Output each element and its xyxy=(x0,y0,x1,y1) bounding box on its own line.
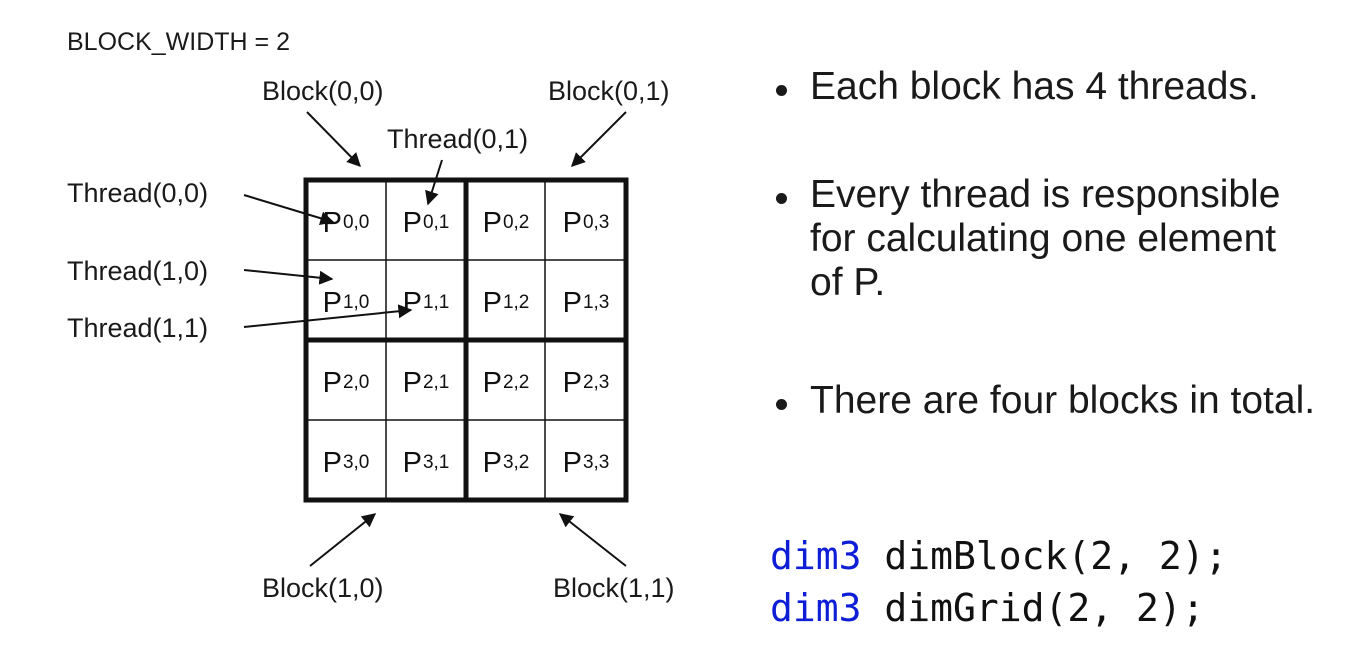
bullet-item: There are four blocks in total. xyxy=(770,379,1315,423)
matrix-cell-index: 3,0 xyxy=(342,452,370,473)
code-line-dim-grid: dim3 dimGrid(2, 2); xyxy=(770,589,1205,627)
code-keyword: dim3 xyxy=(770,534,862,578)
code-text: dimGrid(2, 2); xyxy=(861,586,1205,630)
matrix-cell-index: 0,3 xyxy=(582,212,610,233)
matrix-cell-index: 1,2 xyxy=(502,292,530,313)
block-borders xyxy=(303,177,629,503)
matrix-cell-letter: P xyxy=(562,286,582,319)
thread-0-0-label: Thread(0,0) xyxy=(67,178,209,208)
matrix-cell-index: 3,1 xyxy=(422,452,450,473)
block-grid-diagram xyxy=(243,111,629,567)
bullet-text: for calculating one element xyxy=(810,217,1277,260)
matrix-cell-letter: P xyxy=(322,446,342,479)
matrix-cell-index: 2,2 xyxy=(502,372,530,393)
block-1-0-label: Block(1,0) xyxy=(262,573,384,603)
block-0-1-label: Block(0,1) xyxy=(548,76,670,106)
arrow-thread-0-0 xyxy=(243,194,335,226)
matrix-cell-letter: P xyxy=(402,206,422,239)
bullet-item-continuation: for calculating one element xyxy=(770,217,1276,261)
matrix-cell-letter: P xyxy=(482,286,502,319)
arrow-thread-1-0 xyxy=(243,269,334,285)
matrix-cell-index: 1,3 xyxy=(582,292,610,313)
matrix-cell-letter: P xyxy=(322,206,342,239)
arrow-thread-1-1 xyxy=(243,304,413,328)
matrix-cell-letter: P xyxy=(562,446,582,479)
matrix-cell-letter: P xyxy=(402,366,422,399)
matrix-cell-index: 1,0 xyxy=(342,292,370,313)
bullet-dot-icon xyxy=(776,193,787,204)
matrix-cell-letter: P xyxy=(482,366,502,399)
matrix-cell-index: 0,0 xyxy=(342,212,370,233)
arrow-block-1-0 xyxy=(309,513,377,567)
bullet-item: Each block has 4 threads. xyxy=(770,65,1259,109)
bullet-text: Each block has 4 threads. xyxy=(810,65,1259,108)
matrix-cell-index: 2,3 xyxy=(582,372,610,393)
block-0-0-label: Block(0,0) xyxy=(262,76,384,106)
thread-1-0-label: Thread(1,0) xyxy=(67,256,209,286)
matrix-cell-letter: P xyxy=(402,446,422,479)
bullet-dot-icon xyxy=(776,85,787,96)
matrix-cell-index: 2,0 xyxy=(342,372,370,393)
bullet-item-continuation: of P. xyxy=(770,261,885,305)
matrix-cell-index: 2,1 xyxy=(422,372,450,393)
matrix-cell-letter: P xyxy=(402,286,422,319)
arrow-block-1-1 xyxy=(558,513,627,567)
bullet-text: There are four blocks in total. xyxy=(810,379,1316,422)
arrow-thread-0-1 xyxy=(425,159,443,206)
bullet-item: Every thread is responsible xyxy=(770,173,1280,217)
matrix-cell-letter: P xyxy=(562,366,582,399)
thread-1-1-label: Thread(1,1) xyxy=(67,313,209,343)
matrix-cell-letter: P xyxy=(322,286,342,319)
arrow-block-0-1 xyxy=(571,111,627,167)
matrix-cell-letter: P xyxy=(482,206,502,239)
bullet-text: Every thread is responsible xyxy=(810,173,1281,216)
code-text: dimBlock(2, 2); xyxy=(861,534,1228,578)
matrix-cell-letter: P xyxy=(562,206,582,239)
block-1-1-label: Block(1,1) xyxy=(553,573,675,603)
arrow-block-0-0 xyxy=(306,111,361,167)
matrix-cell-index: 3,2 xyxy=(502,452,530,473)
matrix-cell-letter: P xyxy=(482,446,502,479)
matrix-cell-index: 3,3 xyxy=(582,452,610,473)
bullet-dot-icon xyxy=(776,399,787,410)
matrix-cell-index: 0,1 xyxy=(422,212,450,233)
matrix-cell-index: 0,2 xyxy=(502,212,530,233)
bullet-text: of P. xyxy=(810,261,886,304)
matrix-cell-letter: P xyxy=(322,366,342,399)
code-line-dim-block: dim3 dimBlock(2, 2); xyxy=(770,537,1228,575)
thread-0-1-label: Thread(0,1) xyxy=(387,124,529,154)
matrix-cell-index: 1,1 xyxy=(422,292,450,313)
code-keyword: dim3 xyxy=(770,586,862,630)
block-width-title: BLOCK_WIDTH = 2 xyxy=(67,28,290,56)
